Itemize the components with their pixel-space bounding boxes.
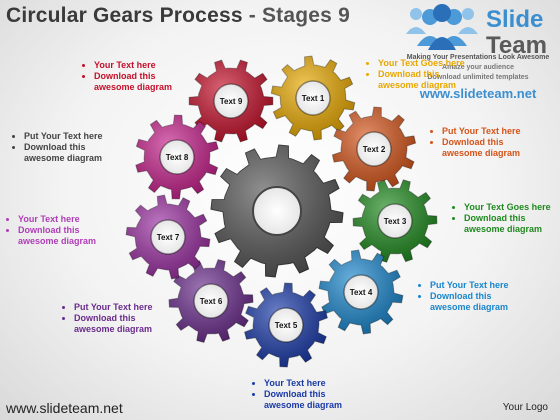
gear-label: Text 7 xyxy=(157,233,180,242)
gear-g2: Text 2 xyxy=(331,106,417,192)
slide-title: Circular Gears Process - Stages 9 xyxy=(6,4,350,28)
gear-label: Text 2 xyxy=(363,145,386,154)
caption-line: awesome diagram xyxy=(464,224,543,234)
caption-line: Put Your Text here xyxy=(442,126,521,137)
caption-line: Put Your Text here xyxy=(74,302,153,313)
caption-line: awesome diagram xyxy=(264,400,343,410)
gear-center xyxy=(210,144,344,278)
caption-line: Download this xyxy=(442,137,521,148)
gear-label: Text 3 xyxy=(384,217,407,226)
caption-line: Download this xyxy=(74,313,153,324)
caption-line: Your Text Goes here xyxy=(464,202,551,213)
caption-line: Download this xyxy=(430,291,509,302)
logo-brand-slide: Slide xyxy=(486,6,544,33)
slideteam-logo: Slide Team Making Your Presentations Loo… xyxy=(398,4,558,104)
gear-g9: Text 9 xyxy=(188,59,274,143)
caption-text-7: Your Text here Download this awesome dia… xyxy=(6,214,96,247)
caption-line: Your Text here xyxy=(94,60,172,71)
caption-line: Put Your Text here xyxy=(430,280,509,291)
title-main: Circular Gears Process xyxy=(6,4,243,27)
caption-line: Download this xyxy=(264,389,342,400)
caption-text-3: Your Text Goes here Download this awesom… xyxy=(452,202,551,235)
caption-line: Download this xyxy=(18,225,96,236)
gear-g7: Text 7 xyxy=(125,194,211,280)
caption-line: Put Your Text here xyxy=(24,131,103,142)
gear-label: Text 4 xyxy=(350,288,373,297)
people-icon xyxy=(406,4,478,50)
caption-text-4: Put Your Text here Download this awesome… xyxy=(418,280,509,313)
gear-label: Text 9 xyxy=(220,97,243,106)
gear-label: Text 5 xyxy=(275,321,298,330)
gear-g8: Text 8 xyxy=(135,114,219,200)
caption-text-6: Put Your Text here Download this awesome… xyxy=(62,302,153,335)
caption-line: awesome diagram xyxy=(74,324,153,334)
caption-line: Your Text here xyxy=(18,214,96,225)
gear-g4: Text 4 xyxy=(318,249,404,335)
title-separator: - xyxy=(242,4,262,27)
gear-g5: Text 5 xyxy=(243,282,329,368)
caption-line: awesome diagram xyxy=(24,153,103,163)
caption-text-9: Your Text here Download this awesome dia… xyxy=(82,60,172,93)
caption-line: awesome diagram xyxy=(378,80,457,90)
gear-g1: Text 1 xyxy=(270,55,356,141)
caption-line: Download this xyxy=(24,142,103,153)
caption-line: awesome diagram xyxy=(430,302,509,312)
logo-tagline: Making Your Presentations Look Awesome xyxy=(406,54,550,61)
caption-line: Download this xyxy=(378,69,465,80)
logo-brand-team: Team xyxy=(486,32,547,59)
footer-url: www.slideteam.net xyxy=(6,400,123,416)
caption-text-2: Put Your Text here Download this awesome… xyxy=(430,126,521,159)
caption-line: Download this xyxy=(94,71,172,82)
gear-label: Text 1 xyxy=(302,94,325,103)
footer-logo-placeholder: Your Logo xyxy=(502,402,548,413)
gear-g3: Text 3 xyxy=(352,179,438,263)
title-stage: Stages 9 xyxy=(261,4,350,27)
caption-line: awesome diagram xyxy=(18,236,97,246)
logo-tagline-2: Amaze your audience xyxy=(442,64,514,71)
gear-g6: Text 6 xyxy=(168,258,254,344)
caption-line: awesome diagram xyxy=(94,82,173,92)
caption-text-5: Your Text here Download this awesome dia… xyxy=(252,378,342,411)
logo-url: www.slideteam.net xyxy=(419,86,537,101)
gear-label: Text 6 xyxy=(200,297,223,306)
caption-text-8: Put Your Text here Download this awesome… xyxy=(12,131,103,164)
caption-text-1: Your Text Goes here Download this awesom… xyxy=(366,58,465,91)
caption-line: Download this xyxy=(464,213,551,224)
caption-line: Your Text Goes here xyxy=(378,58,465,69)
caption-line: awesome diagram xyxy=(442,148,521,158)
gear-label: Text 8 xyxy=(166,153,189,162)
logo-tagline-3: Download unlimited templates xyxy=(427,74,529,81)
caption-line: Your Text here xyxy=(264,378,342,389)
